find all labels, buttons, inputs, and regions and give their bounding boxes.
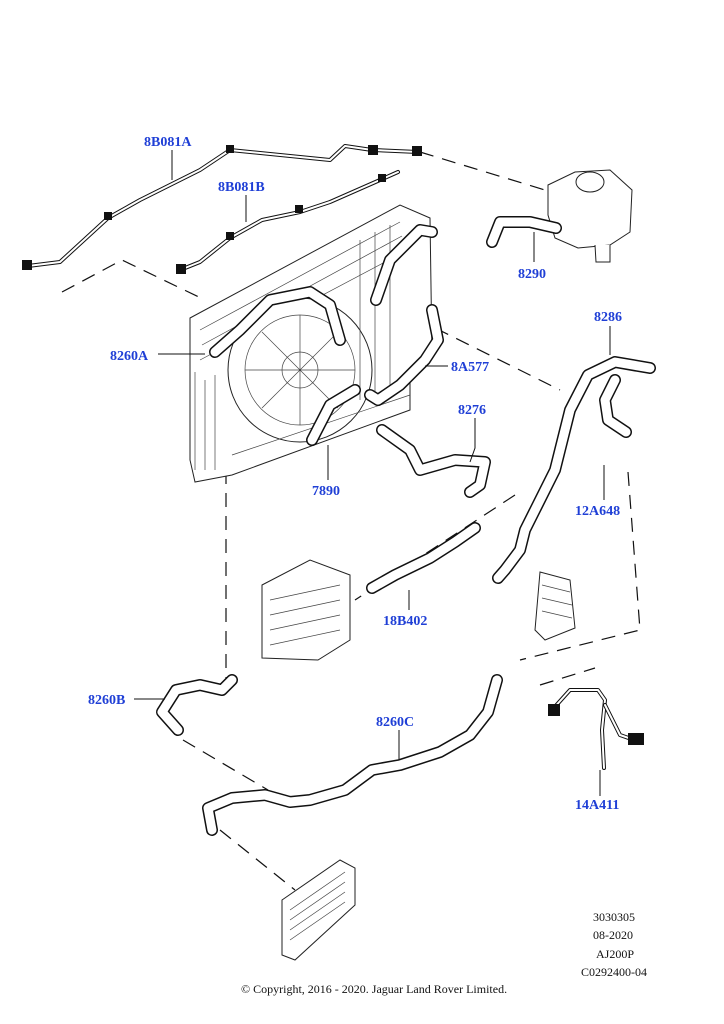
label-8B081B: 8B081B	[218, 180, 265, 195]
label-8260A: 8260A	[110, 349, 149, 364]
label-14A411: 14A411	[575, 798, 619, 813]
drawing-metadata: 3030305 08-2020 AJ200P C0292400-04	[581, 910, 647, 979]
meta-line-4: C0292400-04	[581, 965, 647, 979]
pipe-18B402	[366, 522, 481, 594]
hose-8290	[486, 216, 562, 248]
hose-upper	[209, 224, 444, 406]
lower-radiator	[281, 859, 356, 961]
hose-8260B	[156, 674, 238, 736]
part-labels: 8B081A 8B081B 8290 8286 8260A 8A577 8276…	[88, 135, 622, 813]
hose-8276	[376, 424, 491, 498]
label-7890: 7890	[312, 484, 340, 499]
meta-line-1: 3030305	[593, 910, 635, 924]
label-18B402: 18B402	[383, 614, 427, 629]
label-8290: 8290	[518, 267, 546, 282]
pipe-8B081A	[22, 144, 422, 270]
hose-7890	[306, 384, 361, 446]
pipe-8B081B	[176, 170, 400, 274]
sensor-harness-14A411	[548, 688, 644, 770]
label-8B081A: 8B081A	[144, 135, 192, 150]
hose-8260C	[202, 674, 503, 836]
meta-line-3: AJ200P	[596, 947, 634, 961]
label-8286: 8286	[594, 310, 622, 325]
leader-lines	[134, 150, 611, 796]
label-8A577: 8A577	[451, 360, 489, 375]
label-12A648: 12A648	[575, 504, 620, 519]
copyright-notice: © Copyright, 2016 - 2020. Jaguar Land Ro…	[241, 982, 507, 996]
hose-8286	[492, 356, 656, 584]
label-8276: 8276	[458, 403, 486, 418]
label-8260C: 8260C	[376, 715, 414, 730]
expansion-tank	[547, 169, 633, 263]
oil-cooler	[534, 571, 576, 641]
meta-line-2: 08-2020	[593, 928, 633, 942]
intercooler	[261, 559, 351, 661]
label-8260B: 8260B	[88, 693, 125, 708]
